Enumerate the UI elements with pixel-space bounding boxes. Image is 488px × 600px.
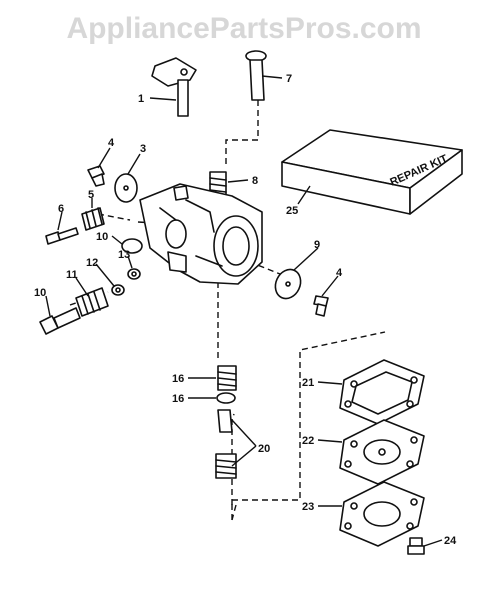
callout-8: 8: [252, 175, 258, 187]
callout-1: 1: [138, 93, 144, 105]
part-5-spring: [81, 207, 105, 231]
part-23-cover: [339, 481, 425, 547]
callout-23: 23: [302, 501, 314, 513]
callout-5: 5: [88, 189, 94, 201]
part-22-diaphragm: [339, 419, 425, 485]
part-12-washer: [111, 284, 125, 296]
part-10-ring: [121, 238, 143, 254]
part-6-screw: [45, 227, 79, 245]
callout-4-lower: 4: [336, 267, 343, 279]
part-18-washer: [216, 392, 236, 404]
part-10-needle-screw: [39, 307, 81, 335]
callout-24: 24: [444, 535, 457, 547]
part-24-screw: [407, 537, 425, 555]
part-choke-shaft: [245, 50, 267, 101]
part-throttle-shaft: [151, 57, 197, 117]
part-21-gasket: [339, 359, 425, 425]
callout-16-upper: 16: [172, 373, 184, 385]
callout-12: 12: [86, 257, 98, 269]
part-16-spring: [217, 365, 237, 391]
callout-13: 13: [118, 249, 130, 261]
leader-lines: [45, 75, 443, 547]
part-4-screw-lower: [313, 295, 329, 317]
callout-20: 20: [258, 443, 270, 455]
part-repair-kit: REPAIR KIT: [281, 129, 463, 215]
callout-3: 3: [140, 143, 146, 155]
callout-25: 25: [286, 205, 298, 217]
callout-9: 9: [314, 239, 320, 251]
part-9-plate: [274, 268, 302, 300]
callout-10-upper: 10: [96, 231, 108, 243]
callout-4-upper: 4: [108, 137, 115, 149]
part-3-plate: [114, 173, 138, 203]
callout-7: 7: [286, 73, 292, 85]
part-11-spring: [75, 287, 109, 317]
callout-22: 22: [302, 435, 314, 447]
callout-10-lower: 10: [34, 287, 46, 299]
callout-21: 21: [302, 377, 314, 389]
part-20-needle-seat: [215, 409, 237, 479]
watermark: AppliancePartsPros.com: [66, 12, 422, 45]
callout-16-lower: 16: [172, 393, 184, 405]
part-4-screw-upper: [87, 165, 105, 187]
callouts: 1 7 8 3 4 5 6 10 13 12 11 10 9 4 25 16 1…: [34, 73, 457, 547]
callout-11: 11: [66, 269, 78, 281]
part-carburetor-body: [139, 183, 263, 285]
callout-6: 6: [58, 203, 64, 215]
part-13-washer: [127, 268, 141, 280]
